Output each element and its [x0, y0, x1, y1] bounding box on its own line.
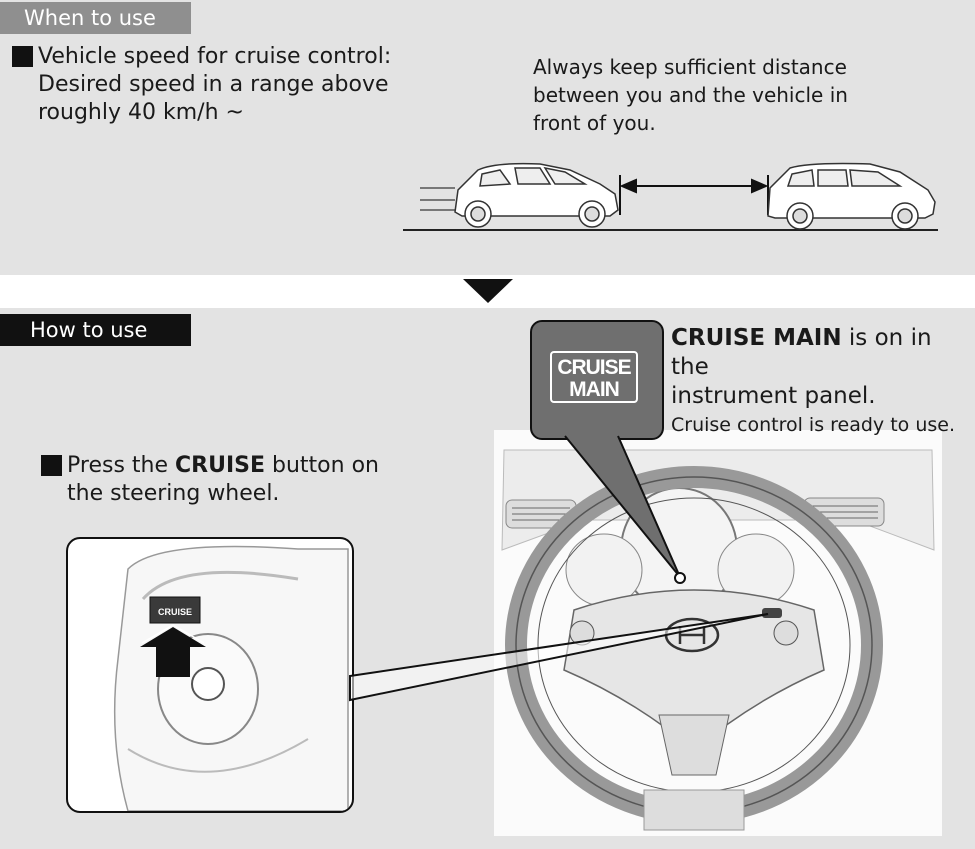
cruise-main-callout: CRUISE MAIN	[530, 320, 664, 440]
cruise-main-status-note: CRUISE MAIN is on in the instrument pane…	[671, 324, 971, 439]
press-bold: CRUISE	[175, 453, 266, 478]
indicator-line-1: CRUISE	[557, 356, 631, 379]
press-prefix: Press the	[67, 453, 175, 478]
speed-line-1: Vehicle speed for cruise control:	[38, 44, 392, 69]
press-line-2: the steering wheel.	[67, 481, 280, 506]
leading-car-icon	[767, 162, 936, 230]
own-car-icon	[454, 162, 619, 228]
press-line-1: Press the CRUISE button on	[67, 452, 379, 480]
distance-line-2: between you and the vehicle in	[533, 83, 848, 107]
press-suffix: button on	[265, 453, 379, 478]
status-line-2: instrument panel.	[671, 383, 876, 409]
motion-lines-icon	[420, 187, 455, 211]
press-cruise-instruction: Press the CRUISE button on the steering …	[41, 452, 421, 512]
bullet-square-icon	[41, 455, 62, 476]
status-bold: CRUISE MAIN	[671, 325, 842, 351]
status-suffix: is on in the	[671, 325, 932, 380]
distance-line-1: Always keep sufficient distance	[533, 55, 847, 79]
distance-line-3: front of you.	[533, 111, 656, 135]
speed-line-2: Desired speed in a range above	[38, 72, 389, 97]
steering-wheel-icon	[501, 449, 935, 831]
status-line-1: CRUISE MAIN is on in the	[671, 324, 971, 382]
status-sub: Cruise control is ready to use.	[671, 414, 955, 436]
steering-wheel-illustration	[494, 430, 942, 836]
speed-requirement: Vehicle speed for cruise control: Desire…	[12, 43, 432, 133]
cruise-button-closeup: CRUISE	[66, 537, 354, 813]
cruise-button-label[interactable]: CRUISE	[158, 607, 192, 617]
cruise-main-indicator-icon: CRUISE MAIN	[550, 351, 638, 403]
steering-spoke-closeup-icon: CRUISE	[113, 545, 349, 811]
step-down-arrow-icon	[463, 279, 513, 303]
indicator-line-2: MAIN	[569, 378, 620, 401]
speed-line-3: roughly 40 km/h ~	[38, 100, 244, 125]
bullet-square-icon	[12, 46, 33, 67]
when-to-use-header: When to use	[0, 2, 191, 34]
following-distance-illustration	[403, 162, 938, 231]
distance-arrow-icon	[619, 175, 769, 215]
distance-note: Always keep sufficient distance between …	[533, 53, 873, 137]
how-to-use-header: How to use	[0, 314, 191, 346]
